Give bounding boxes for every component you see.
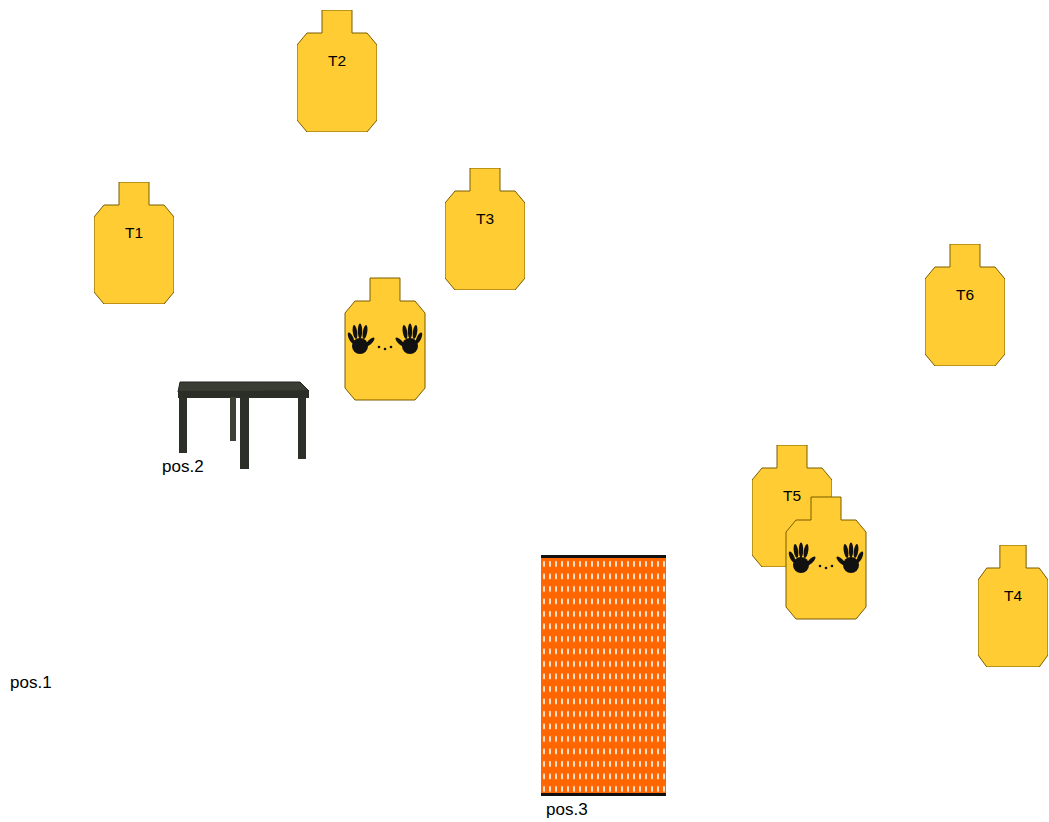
target-label: T3 [445,210,525,228]
table [178,382,309,469]
target-label: T5 [752,487,832,505]
shoot-target: T6 [925,244,1005,366]
target-outline [978,545,1048,667]
no-shoot-target [786,497,866,619]
shoot-target: T2 [297,10,377,132]
target-outline [925,244,1005,366]
barrier-wall [541,555,666,796]
shoot-target: T3 [445,168,525,290]
position-label: pos.3 [546,800,588,820]
shoot-target: T1 [94,182,174,304]
target-outline [445,168,525,290]
target-label: T4 [978,587,1048,605]
no-shoot-target [345,278,425,400]
target-outline [94,182,174,304]
target-label: T2 [297,52,377,70]
target-outline [297,10,377,132]
shoot-target: T4 [978,545,1048,667]
target-label: T1 [94,224,174,242]
position-label: pos.2 [162,457,204,477]
position-label: pos.1 [10,673,52,693]
target-label: T6 [925,286,1005,304]
